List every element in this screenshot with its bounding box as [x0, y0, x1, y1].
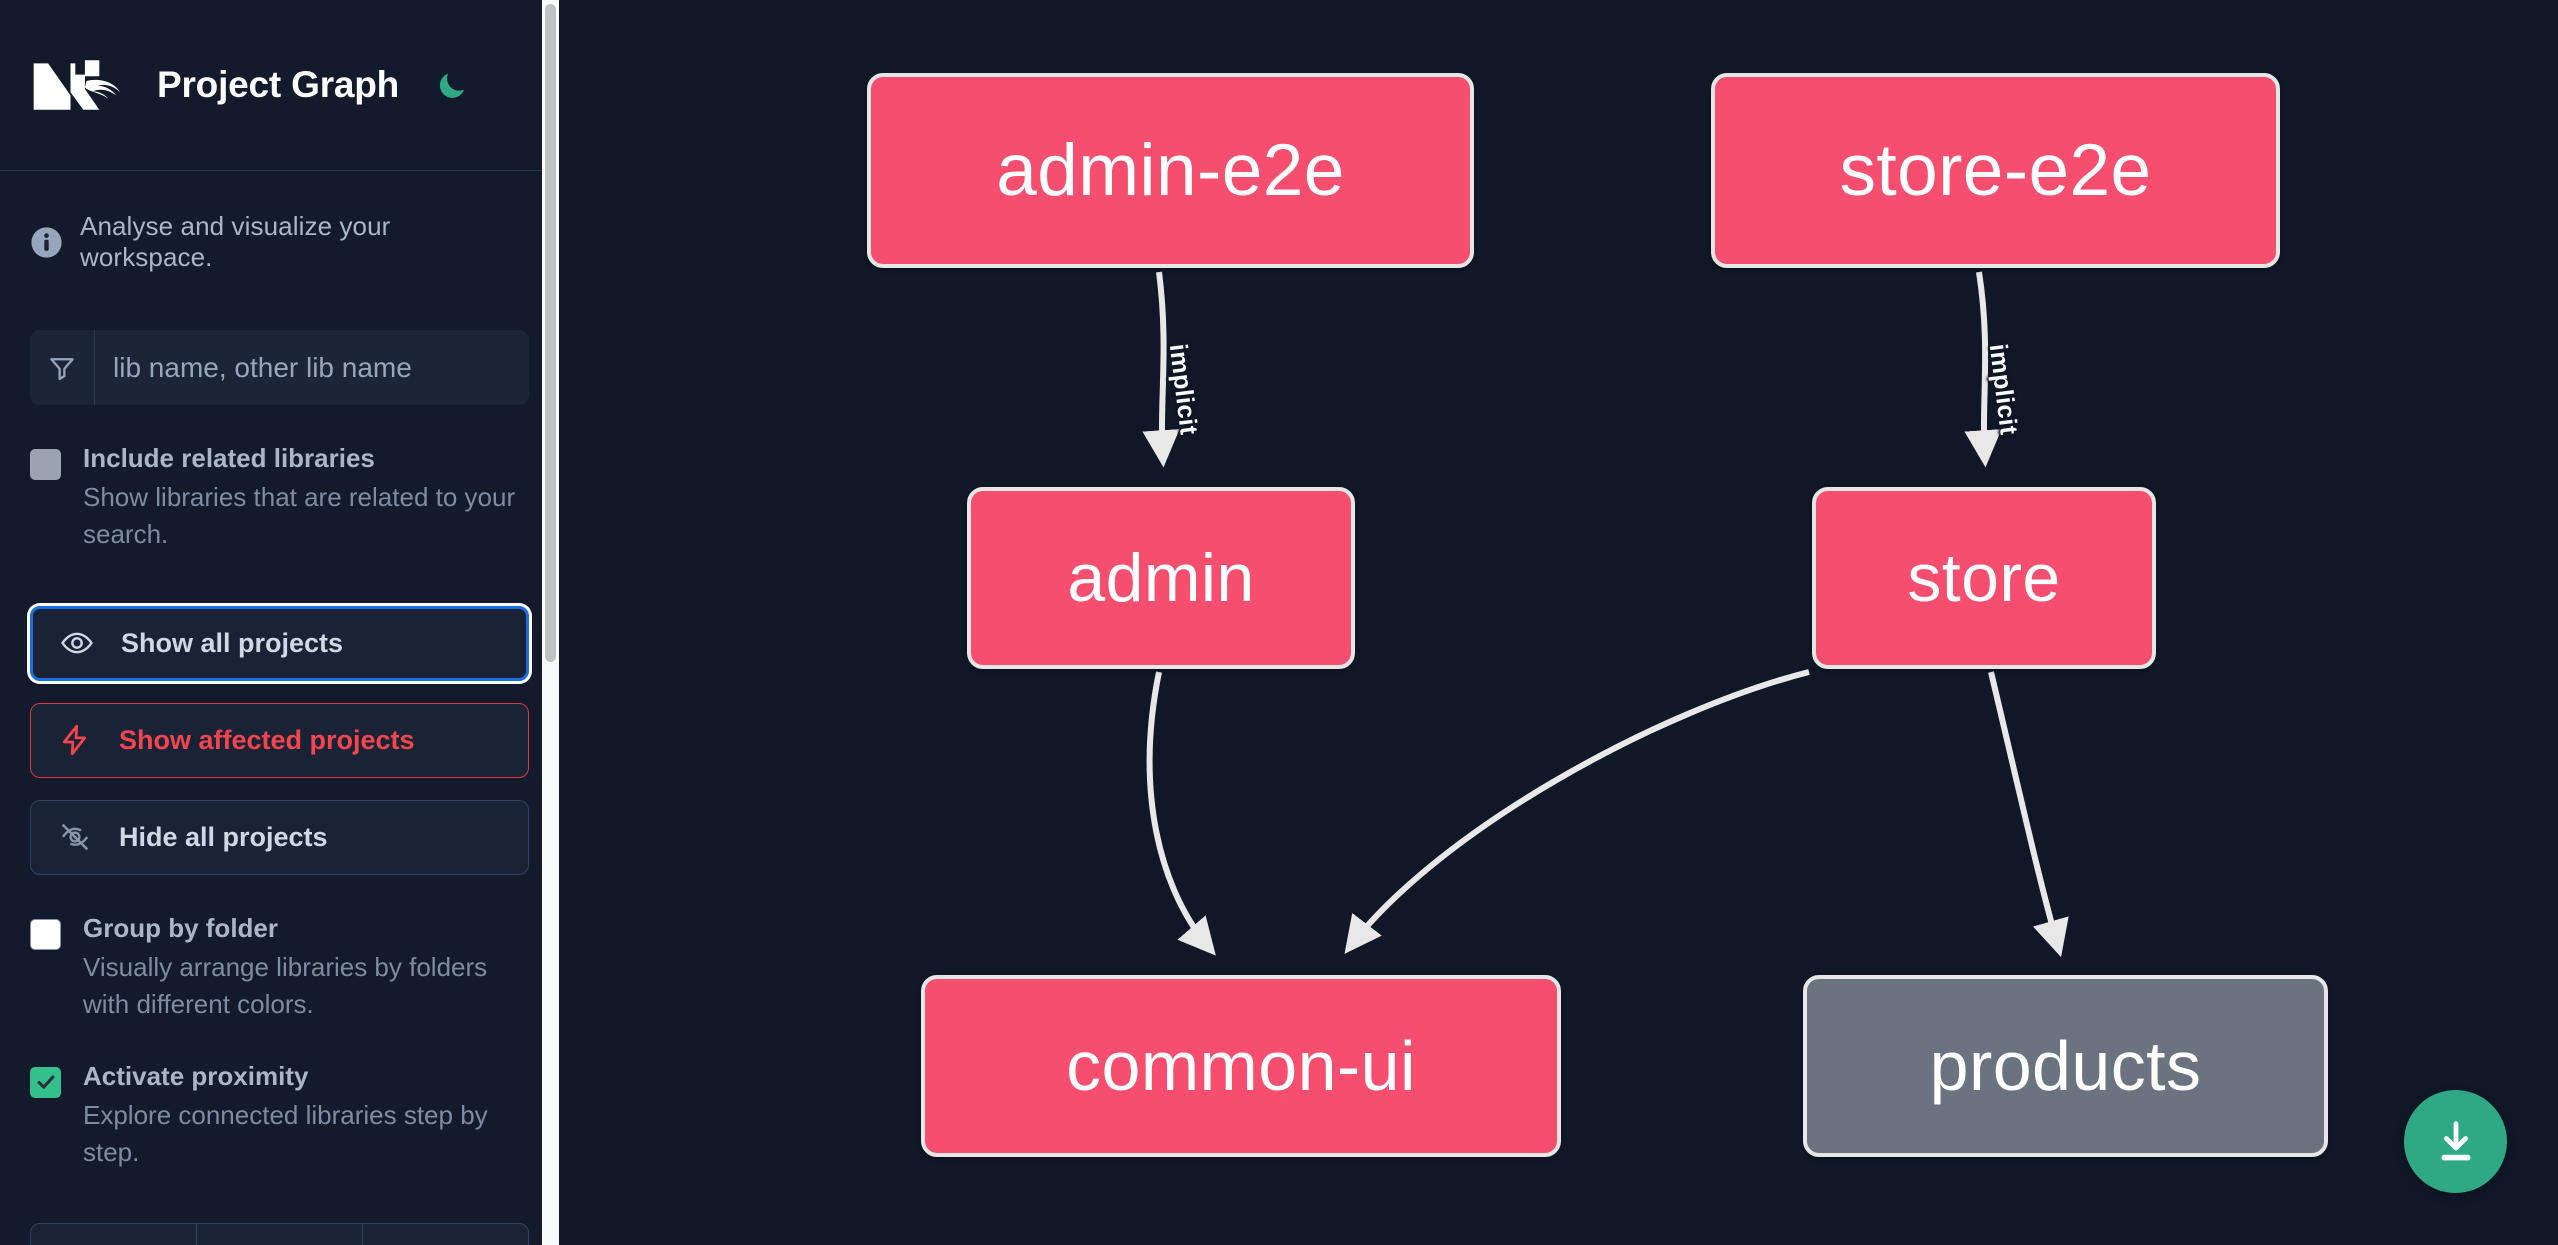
- hide-all-projects-button[interactable]: Hide all projects: [30, 799, 529, 875]
- graph-canvas[interactable]: implicit implicit admin-e2e store-e2e ad…: [559, 0, 2558, 1245]
- node-label: store-e2e: [1839, 130, 2152, 211]
- download-graph-button[interactable]: [2404, 1090, 2507, 1193]
- show-all-projects-button[interactable]: Show all projects: [30, 605, 529, 681]
- edge-admin-e2e-admin: [1142, 271, 1180, 468]
- option-description: Show libraries that are related to your …: [83, 482, 516, 549]
- graph-node-common-ui[interactable]: common-ui: [921, 975, 1561, 1157]
- sidebar-scrollbar[interactable]: [542, 0, 559, 1245]
- option-activate-proximity[interactable]: Activate proximity Explore connected lib…: [0, 1059, 559, 1171]
- node-label: admin: [1067, 540, 1255, 616]
- graph-node-store-e2e[interactable]: store-e2e: [1711, 73, 2280, 268]
- checkbox-activate-proximity[interactable]: [30, 1066, 61, 1098]
- segment-2[interactable]: [197, 1223, 363, 1245]
- option-include-related-libraries[interactable]: Include related libraries Show libraries…: [0, 441, 559, 553]
- option-description: Explore connected libraries step by step…: [83, 1099, 488, 1167]
- edge-store-products: [1988, 671, 2069, 958]
- info-circle-icon: [30, 226, 63, 259]
- checkbox-group-by-folder[interactable]: [30, 918, 61, 950]
- graph-node-store[interactable]: store: [1812, 487, 2156, 669]
- check-icon: [37, 1075, 54, 1090]
- graph-node-admin[interactable]: admin: [967, 487, 1355, 669]
- segment-1[interactable]: [31, 1223, 197, 1245]
- option-title: Include related libraries: [83, 443, 375, 473]
- graph-node-products[interactable]: products: [1803, 975, 2328, 1157]
- graph-node-admin-e2e[interactable]: admin-e2e: [867, 73, 1474, 268]
- download-icon: [2440, 1120, 2471, 1160]
- nx-logo-icon: [30, 57, 127, 113]
- checkbox-include-related-libraries[interactable]: [30, 449, 61, 480]
- search-input[interactable]: [95, 330, 529, 405]
- filter-funnel-icon: [30, 330, 95, 405]
- moon-icon[interactable]: [429, 62, 475, 108]
- show-all-projects-label: Show all projects: [121, 627, 344, 658]
- edge-store-e2e-store: [1964, 271, 2002, 468]
- show-affected-projects-label: Show affected projects: [119, 724, 415, 755]
- node-label: admin-e2e: [996, 130, 1345, 211]
- page-title: Project Graph: [157, 64, 400, 105]
- project-visibility-buttons: Show all projects Show affected projects: [30, 605, 529, 875]
- eye-slash-icon: [57, 819, 93, 855]
- hide-all-projects-label: Hide all projects: [119, 821, 328, 852]
- bottom-segmented-control[interactable]: [30, 1222, 529, 1245]
- node-label: common-ui: [1066, 1027, 1416, 1105]
- segment-3[interactable]: [363, 1224, 528, 1245]
- header-divider: [0, 170, 559, 171]
- tagline: Analyse and visualize your workspace.: [0, 171, 559, 273]
- option-description: Visually arrange libraries by folders wi…: [83, 952, 488, 1019]
- tagline-text: Analyse and visualize your workspace.: [80, 211, 391, 272]
- edge-store-common-ui: [1344, 669, 1810, 954]
- option-group-by-folder[interactable]: Group by folder Visually arrange librari…: [0, 911, 559, 1023]
- sidebar-scroll-region[interactable]: Project Graph Analyse and visualize y: [0, 0, 559, 1245]
- show-affected-projects-button[interactable]: Show affected projects: [30, 702, 529, 778]
- graph-edges: [1142, 271, 2069, 958]
- node-label: products: [1929, 1027, 2202, 1105]
- option-title: Activate proximity: [83, 1060, 309, 1091]
- sidebar-header: Project Graph: [0, 0, 559, 170]
- sidebar: Project Graph Analyse and visualize y: [0, 0, 559, 1245]
- eye-icon: [59, 625, 95, 661]
- sidebar-scrollbar-thumb[interactable]: [545, 4, 556, 662]
- filter-field[interactable]: [30, 330, 529, 405]
- node-label: store: [1907, 540, 2061, 616]
- option-title: Group by folder: [83, 912, 278, 943]
- edge-admin-common-ui: [1146, 671, 1216, 956]
- lightning-bolt-icon: [57, 722, 93, 758]
